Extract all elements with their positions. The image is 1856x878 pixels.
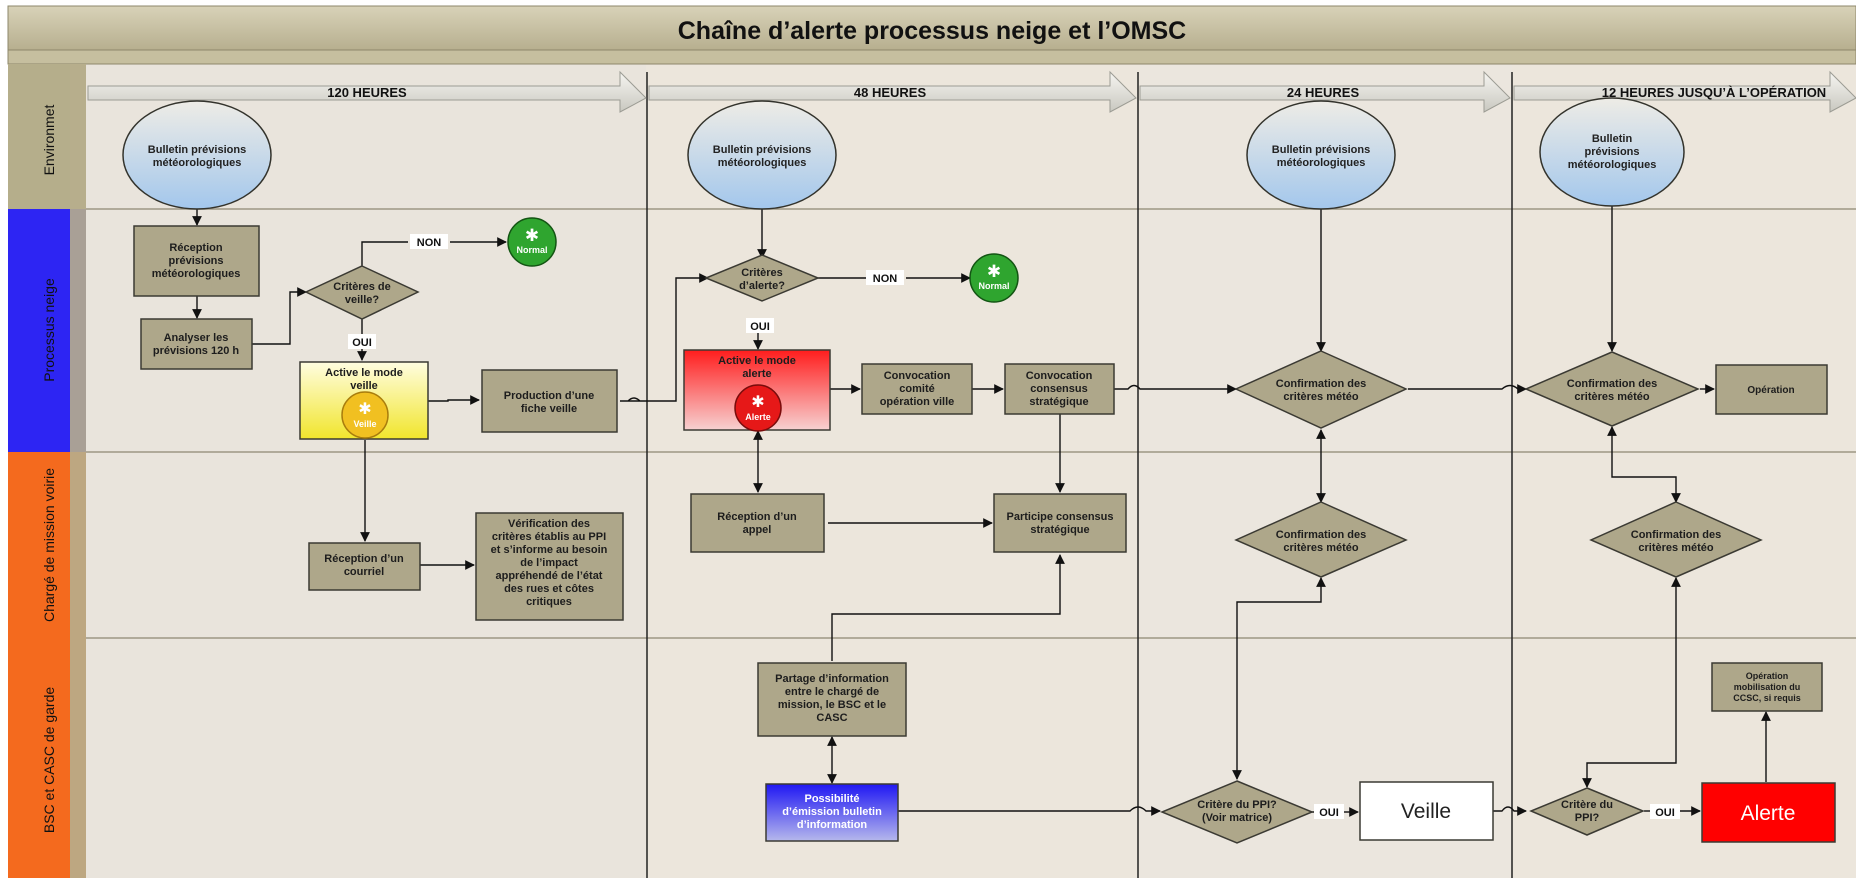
box-operation: Opération [1715,364,1828,415]
edge-label-oui-48: OUI [750,321,770,333]
phase-label-24: 24 HEURES [1287,85,1360,100]
box-alerte-status: Alerte [1701,782,1836,843]
svg-text:✱: ✱ [358,399,371,418]
edge-label-oui-12: OUI [1655,807,1675,819]
svg-text:Opération: Opération [1747,385,1794,396]
veille-badge [341,391,389,439]
decision-critere-ppi-24: Critère du PPI?(Voir matrice) [1160,780,1314,844]
box-veille-status: Veille [1359,781,1494,841]
lane-label-charge-mission: Chargé de mission voirie [41,468,57,622]
lane-label-environnement: Environmet [41,104,57,175]
lane-label-processus-neige: Processus neige [41,278,57,382]
svg-text:Veille: Veille [353,419,376,429]
phase-arrow-48 [648,70,1137,113]
title-bar [7,5,1856,51]
svg-text:✱: ✱ [751,392,764,411]
svg-text:Critère du PPI?(Voir matrice): Critère du PPI?(Voir matrice) [1197,799,1277,824]
svg-text:Veille: Veille [1401,800,1451,823]
phase-arrow-12 [1513,70,1856,113]
edge-label-oui-24: OUI [1319,807,1339,819]
edge-label-non-120: NON [417,237,442,249]
phase-arrow-120 [87,70,647,113]
phase-label-48: 48 HEURES [854,85,927,100]
phase-label-12: 12 HEURES JUSQU’À L’OPÉRATION [1602,85,1826,100]
normal-badge-120: ✱ Normal [507,217,557,267]
phase-label-120: 120 HEURES [327,85,407,100]
alerte-badge [734,384,782,432]
edge-label-oui-120: OUI [352,337,372,349]
lane-label-bsc-casc: BSC et CASC de garde [41,687,57,834]
phase-arrow-24 [1139,70,1511,113]
svg-text:Alerte: Alerte [745,412,771,422]
normal-badge-48: ✱ Normal [969,253,1019,303]
page-title: Chaîne d’alerte processus neige et l’OMS… [678,17,1186,45]
svg-text:Normal: Normal [978,281,1009,291]
svg-text:Alerte: Alerte [1741,802,1796,825]
svg-text:Normal: Normal [516,245,547,255]
edge-label-non-48: NON [873,273,898,285]
svg-text:✱: ✱ [525,226,539,246]
svg-text:✱: ✱ [987,262,1001,282]
